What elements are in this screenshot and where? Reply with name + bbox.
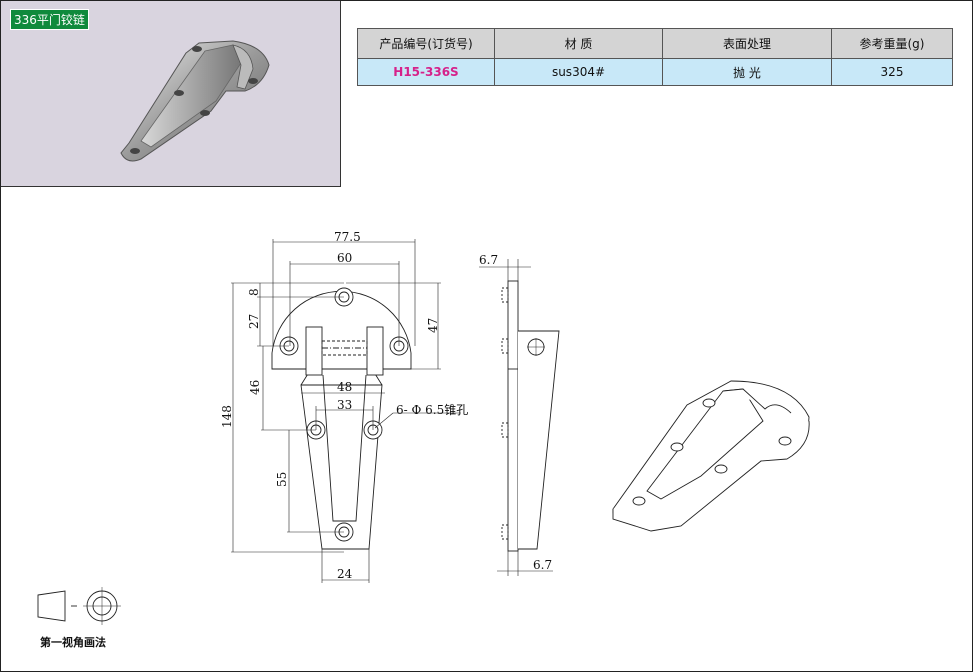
header-material: 材 质 xyxy=(494,28,663,59)
dim-upper-hole-span: 27 xyxy=(247,314,261,329)
front-view xyxy=(231,239,461,583)
cell-model: H15-336S xyxy=(357,58,495,86)
cell-material: sus304# xyxy=(494,58,663,86)
isometric-view xyxy=(612,380,810,532)
spec-table: 产品编号(订货号) 材 质 表面处理 参考重量(g) H15-336S sus3… xyxy=(357,28,953,86)
dim-thickness-bottom: 6.7 xyxy=(533,558,552,572)
hole-note: 6- Φ 6.5锥孔 xyxy=(396,403,468,417)
header-model: 产品编号(订货号) xyxy=(357,28,495,59)
product-name-tag: 336平门铰链 xyxy=(10,9,89,30)
header-weight: 参考重量(g) xyxy=(831,28,953,59)
projection-symbol xyxy=(37,587,121,625)
product-photo-panel: 336平门铰链 xyxy=(1,1,341,187)
table-row: H15-336S sus304# 抛 光 325 xyxy=(357,58,953,86)
dim-mid-height: 46 xyxy=(248,380,262,395)
dim-lower-hole-span: 55 xyxy=(275,472,289,487)
side-view xyxy=(479,259,560,576)
dimension-labels: 77.5 60 8 27 47 148 46 48 33 55 24 6- Φ … xyxy=(220,230,552,581)
cell-finish: 抛 光 xyxy=(662,58,832,86)
dim-bottom-width: 24 xyxy=(337,567,353,581)
dim-total-height: 148 xyxy=(220,405,234,428)
dim-mid-hole-span: 33 xyxy=(337,398,352,412)
hinge-photo xyxy=(120,40,270,162)
dim-thickness-top: 6.7 xyxy=(479,253,498,267)
dim-top-height: 47 xyxy=(426,318,440,333)
dim-top-width: 77.5 xyxy=(334,230,361,244)
cell-weight: 325 xyxy=(831,58,953,86)
dim-mid-width: 48 xyxy=(337,380,352,394)
projection-method-label: 第一视角画法 xyxy=(40,636,106,649)
dim-top-offset: 8 xyxy=(247,288,261,296)
dim-top-hole-span: 60 xyxy=(337,251,352,265)
